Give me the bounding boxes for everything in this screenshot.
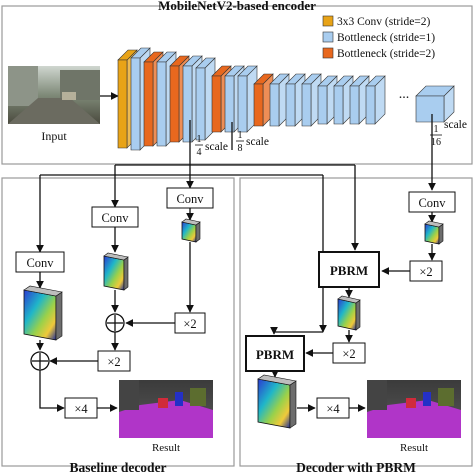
pbrm-panel bbox=[239, 177, 473, 467]
pbrm-block-2-label: PBRM bbox=[256, 347, 294, 362]
baseline-upsample-x2-1-label: ×2 bbox=[183, 317, 196, 331]
pbrm-title: Decoder with PBRM bbox=[296, 460, 416, 474]
legend-label-bottleneck-s2: Bottleneck (stride=2) bbox=[337, 48, 435, 60]
svg-text:16: 16 bbox=[431, 137, 441, 148]
baseline-result-label: Result bbox=[152, 442, 180, 454]
svg-text:8: 8 bbox=[238, 143, 243, 154]
encoder-ellipsis: ... bbox=[399, 87, 410, 102]
pbrm-result-image bbox=[367, 380, 461, 438]
scale-label-sixteenth: 1 16 scale bbox=[430, 119, 467, 148]
svg-text:4: 4 bbox=[197, 147, 202, 158]
scale-label-quarter: 1 4 scale bbox=[195, 134, 228, 158]
svg-text:scale: scale bbox=[444, 119, 467, 131]
baseline-conv-label-3: Conv bbox=[176, 192, 204, 206]
svg-text:scale: scale bbox=[246, 136, 269, 148]
baseline-title: Baseline decoder bbox=[69, 460, 166, 474]
pbrm-feature-map-3 bbox=[257, 374, 297, 429]
input-image bbox=[8, 66, 100, 124]
encoder-block-18 bbox=[365, 75, 386, 125]
baseline-upsample-x2-2-label: ×2 bbox=[107, 355, 120, 369]
encoder-panel bbox=[1, 5, 473, 165]
pbrm-conv-label: Conv bbox=[418, 196, 446, 210]
pbrm-block-2 bbox=[245, 335, 305, 372]
pbrm-feature-map-2 bbox=[337, 295, 361, 331]
eighth-bus bbox=[111, 164, 359, 251]
baseline-result-image bbox=[119, 380, 213, 438]
baseline-conv-label-1: Conv bbox=[26, 256, 54, 270]
pbrm-upsample-x4-label: ×4 bbox=[326, 402, 340, 416]
legend-swatch-bottleneck-s2 bbox=[322, 47, 334, 59]
baseline-feature-map-3 bbox=[181, 218, 201, 243]
pbrm-feature-map-1 bbox=[424, 220, 444, 245]
legend-swatch-conv bbox=[322, 15, 334, 27]
encoder-title: MobileNetV2-based encoder bbox=[158, 0, 316, 13]
encoder-block-10 bbox=[237, 65, 258, 133]
svg-text:1: 1 bbox=[238, 130, 243, 141]
baseline-upsample-x4-label: ×4 bbox=[74, 402, 88, 416]
baseline-add-node-1 bbox=[105, 313, 125, 333]
baseline-panel bbox=[1, 177, 235, 467]
encoder-block-19 bbox=[415, 85, 455, 123]
pbrm-block-1-label: PBRM bbox=[330, 263, 368, 278]
legend-label-bottleneck-s1: Bottleneck (stride=1) bbox=[337, 32, 435, 44]
pbrm-upsample-x2-1-label: ×2 bbox=[419, 265, 432, 279]
svg-text:1: 1 bbox=[434, 124, 439, 135]
input-label: Input bbox=[41, 129, 67, 143]
encoder-blocks bbox=[117, 47, 455, 151]
baseline-feature-map-1 bbox=[23, 285, 63, 341]
pbrm-result-label: Result bbox=[400, 442, 428, 454]
pbrm-upsample-x2-2-label: ×2 bbox=[342, 347, 355, 361]
legend-label-conv: 3x3 Conv (stride=2) bbox=[337, 16, 431, 28]
baseline-feature-map-2 bbox=[103, 252, 129, 291]
baseline-add-node-2 bbox=[30, 351, 50, 371]
legend-swatch-bottleneck-s1 bbox=[322, 31, 334, 43]
baseline-conv-label-2: Conv bbox=[101, 211, 129, 225]
pbrm-block-1 bbox=[318, 251, 380, 288]
svg-text:scale: scale bbox=[205, 141, 228, 153]
svg-text:1: 1 bbox=[197, 134, 202, 145]
scale-label-eighth: 1 8 scale bbox=[236, 130, 269, 154]
legend: 3x3 Conv (stride=2) Bottleneck (stride=1… bbox=[322, 15, 435, 60]
